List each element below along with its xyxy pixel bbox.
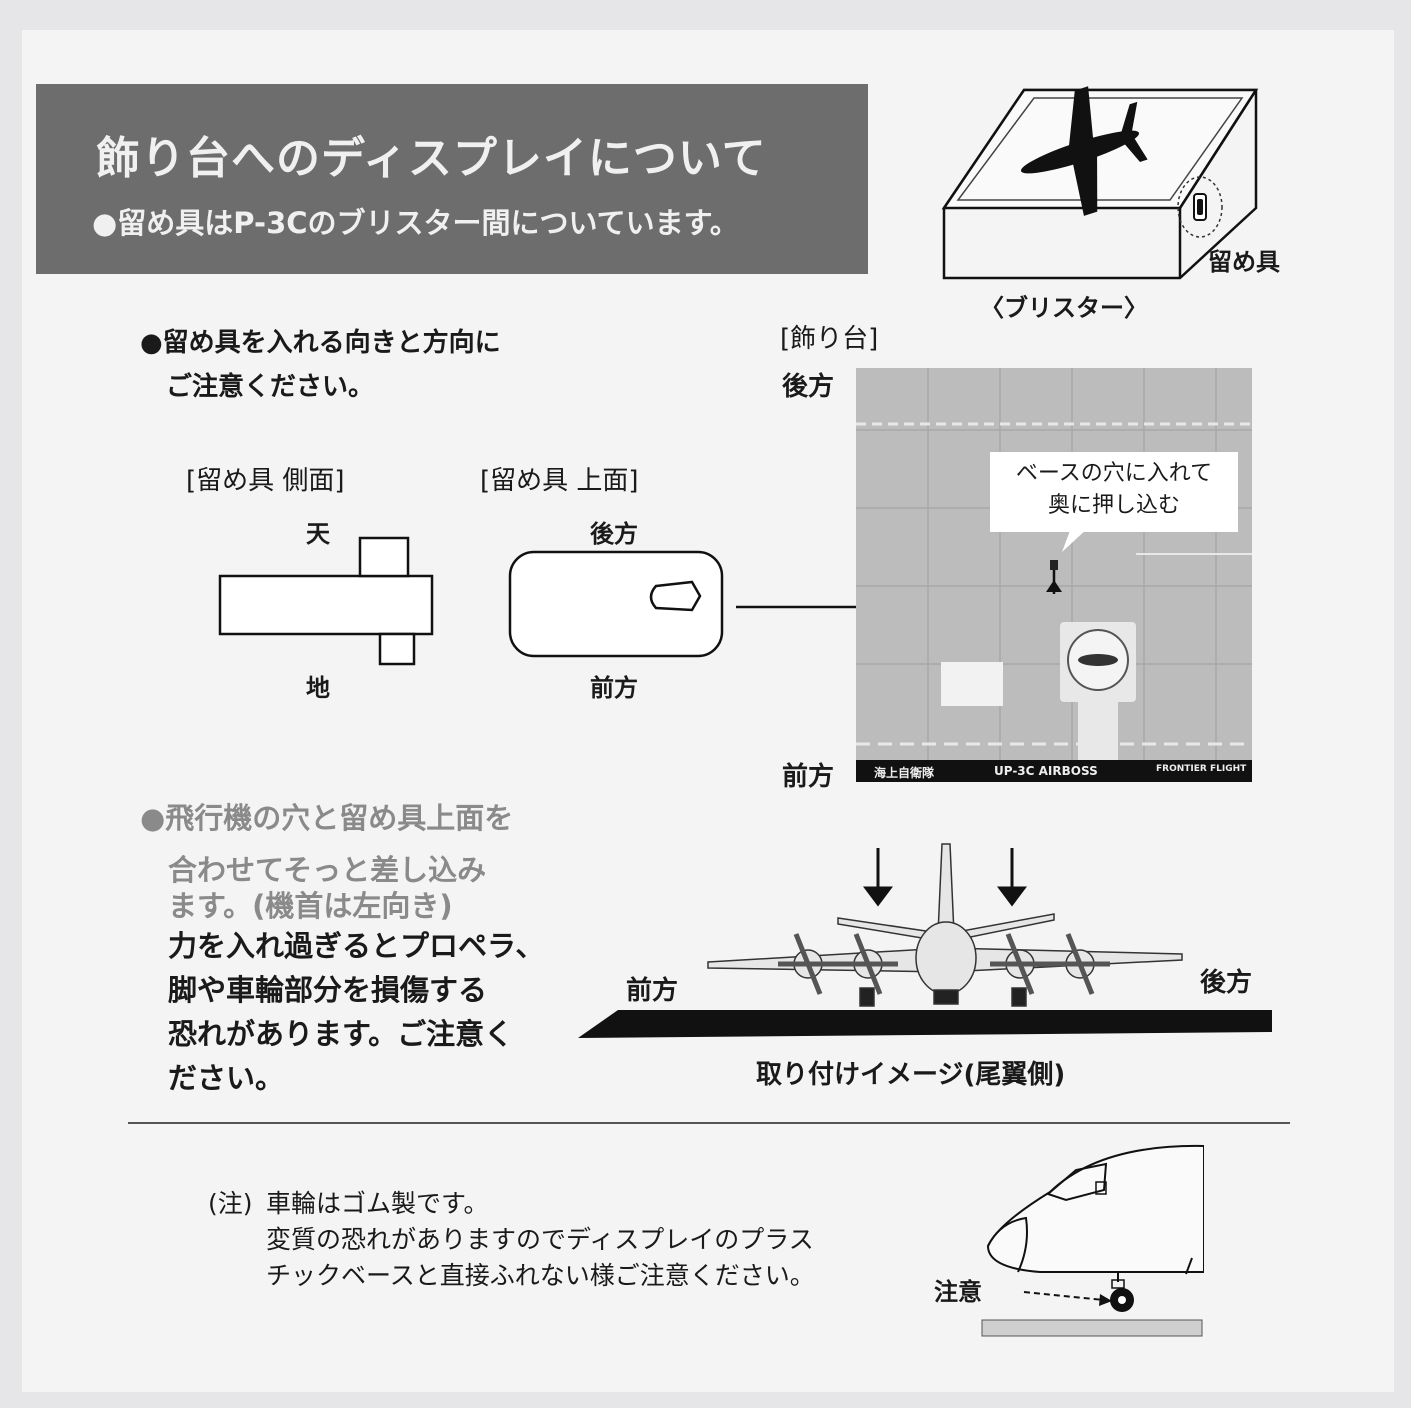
down-arrow-icon [863,848,893,907]
footnote-line1: 車輪はゴム製です。 [266,1189,489,1218]
nose-gear-illustration [981,1144,1204,1337]
fastener-label: 留め具 [1208,248,1280,276]
stand-callout-line1: ベースの穴に入れて [1015,461,1213,486]
side-view-bottom-label: 地 [306,674,330,702]
insert-note-line-3: ます。(機首は左向き) [168,889,453,923]
top-view-rear-label: 後方 [590,520,638,548]
mount-rear-label: 後方 [1200,968,1253,998]
stand-front-label: 前方 [782,762,835,792]
mount-front-label: 前方 [626,976,679,1006]
side-view-heading: [留め具 側面] [186,466,345,496]
strip-right-text: FRONTIER FLIGHT [1156,764,1247,774]
caution-label: 注意 [934,1278,982,1306]
stand-callout: ベースの穴に入れて 奥に押し込む [990,452,1238,532]
fastener-side-diagram [218,536,434,666]
stand-callout-line2: 奥に押し込む [1047,493,1180,518]
p3c-airplane-rear-icon [707,843,1183,1007]
strip-left-text: 海上自衛隊 [874,766,935,780]
stand-base-graphic [856,368,1252,782]
footnote-line3: チックベースと直接ふれない様ご注意ください。 [266,1261,815,1290]
stand-photo [856,368,1252,782]
top-view-heading: [留め具 上面] [480,466,639,496]
mount-illustration [578,843,1272,1038]
insert-note-line-7: ださい。 [168,1061,285,1095]
airplane-silhouette-icon [1020,86,1148,216]
section-divider [128,1122,1290,1124]
page-title: 飾り台へのディスプレイについて [96,133,767,184]
down-arrow-icon [997,848,1027,907]
header-subtitle: ●留め具はP-3Cのブリスター間についています。 [92,206,739,240]
insert-note-line-5: 脚や車輪部分を損傷する [168,973,488,1007]
blister-caption: 〈ブリスター〉 [980,294,1148,322]
header-banner [36,84,868,274]
insert-note-line-2: 合わせてそっと差し込み [168,853,487,887]
insert-note-line-4: 力を入れ過ぎるとプロペラ、 [168,929,545,963]
footnote-line2: 変質の恐れがありますのでディスプレイのプラス [266,1225,814,1254]
orientation-note-line1: ●留め具を入れる向きと方向に [140,328,501,358]
footnote-prefix: (注) [208,1189,253,1218]
top-view-front-label: 前方 [590,674,638,702]
side-view-top-label: 天 [306,520,330,548]
stand-rear-label: 後方 [782,372,835,402]
insert-note-line-1: ●飛行機の穴と留め具上面を [140,801,514,835]
orientation-note-line2: ご注意ください。 [166,372,375,402]
blister-illustration [941,86,1259,280]
strip-center-text: UP-3C AIRBOSS [994,764,1098,778]
stand-nameplate-strip: 海上自衛隊 UP-3C AIRBOSS FRONTIER FLIGHT [856,760,1252,782]
stand-heading: [飾り台] [780,324,879,354]
mount-caption: 取り付けイメージ(尾翼側) [756,1060,1066,1090]
insert-note-line-6: 恐れがあります。ご注意く [168,1017,514,1051]
